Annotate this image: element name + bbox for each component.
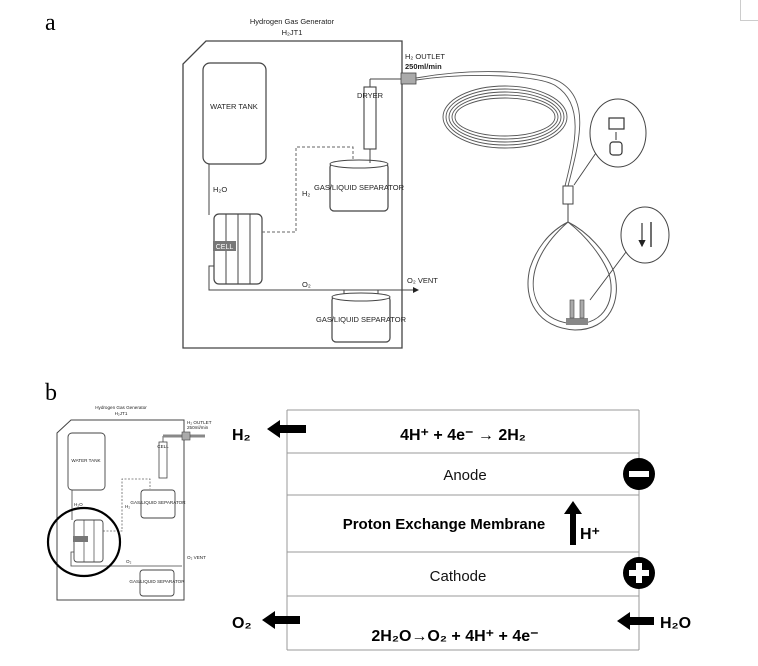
coiled-tube	[415, 71, 581, 187]
svg-text:H₂ OUTLET: H₂ OUTLET	[187, 420, 212, 425]
plus-icon	[623, 557, 655, 589]
proton-label: H⁺	[580, 526, 600, 543]
h2-output-label: H₂	[232, 427, 251, 444]
tube-connector	[562, 185, 574, 205]
outlet-rate: 250ml/min	[405, 62, 442, 71]
gas-liquid-separator-bottom: GAS/LIQUID SEPARATOR	[316, 290, 407, 343]
h2o-input-arrow	[617, 612, 654, 630]
svg-text:250ml/min: 250ml/min	[187, 425, 209, 430]
outlet-label: H₂ OUTLET	[405, 52, 445, 61]
svg-text:WATER TANK: WATER TANK	[71, 458, 101, 463]
sep-bottom-label: GAS/LIQUID SEPARATOR	[316, 315, 407, 324]
cell-label: CELL	[216, 244, 234, 251]
svg-text:O₂ VENT: O₂ VENT	[187, 555, 206, 560]
gas-liquid-separator-top: GAS/LIQUID SEPARATOR	[314, 159, 405, 212]
connector-detail-callout	[573, 98, 647, 186]
h2-output-arrow	[267, 420, 306, 438]
cathode-reaction: 2H₂O→O₂ + 4H⁺ + 4e⁻	[371, 628, 538, 645]
cathode-label: Cathode	[430, 568, 487, 585]
minus-icon	[623, 458, 655, 490]
svg-text:H₂: H₂	[125, 504, 130, 509]
svg-text:H₂O: H₂O	[74, 502, 83, 507]
corner-frame-mark	[740, 0, 758, 21]
svg-text:Hydrogen Gas Generator: Hydrogen Gas Generator	[95, 405, 147, 410]
water-tank	[202, 62, 267, 165]
electrolysis-cell: CELL	[213, 213, 263, 285]
h2o-label: H₂O	[213, 185, 227, 194]
h2-label: H₂	[302, 189, 310, 198]
dryer-label: DRYER	[357, 91, 384, 100]
panel-b-letter: b	[45, 380, 57, 406]
o2-output-label: O₂	[232, 615, 252, 632]
anode-label: Anode	[443, 467, 486, 484]
svg-text:GAS/LIQUID SEPARATOR: GAS/LIQUID SEPARATOR	[129, 579, 185, 584]
svg-text:CELL: CELL	[157, 444, 169, 449]
panel-a-letter: a	[45, 10, 56, 36]
svg-text:H₂JT1: H₂JT1	[115, 411, 128, 416]
anode-reaction: 4H⁺ + 4e⁻ → 2H₂	[400, 427, 526, 444]
outlet-port	[400, 72, 417, 85]
o2-label: O₂	[302, 280, 311, 289]
proton-arrow-up-icon	[564, 501, 582, 545]
svg-text:GAS/LIQUID SEPARATOR: GAS/LIQUID SEPARATOR	[130, 500, 186, 505]
membrane-label: Proton Exchange Membrane	[343, 516, 546, 533]
cell-highlight-circle	[46, 506, 122, 578]
sep-top-label: GAS/LIQUID SEPARATOR	[314, 183, 405, 192]
nasal-prongs	[566, 299, 588, 325]
o2-vent-label: O₂ VENT	[407, 276, 438, 285]
generator-title: Hydrogen Gas Generator	[250, 17, 335, 26]
o2-output-arrow	[262, 611, 300, 629]
pem-layer-stack	[286, 409, 640, 651]
prong-detail-callout	[589, 206, 670, 301]
mini-generator: Hydrogen Gas Generator H₂JT1 WATER TANK …	[56, 405, 212, 601]
water-tank-label: WATER TANK	[210, 102, 258, 111]
svg-text:O₂: O₂	[126, 559, 132, 564]
h2o-input-label: H₂O	[660, 615, 691, 632]
generator-model: H₂JT1	[282, 28, 303, 37]
